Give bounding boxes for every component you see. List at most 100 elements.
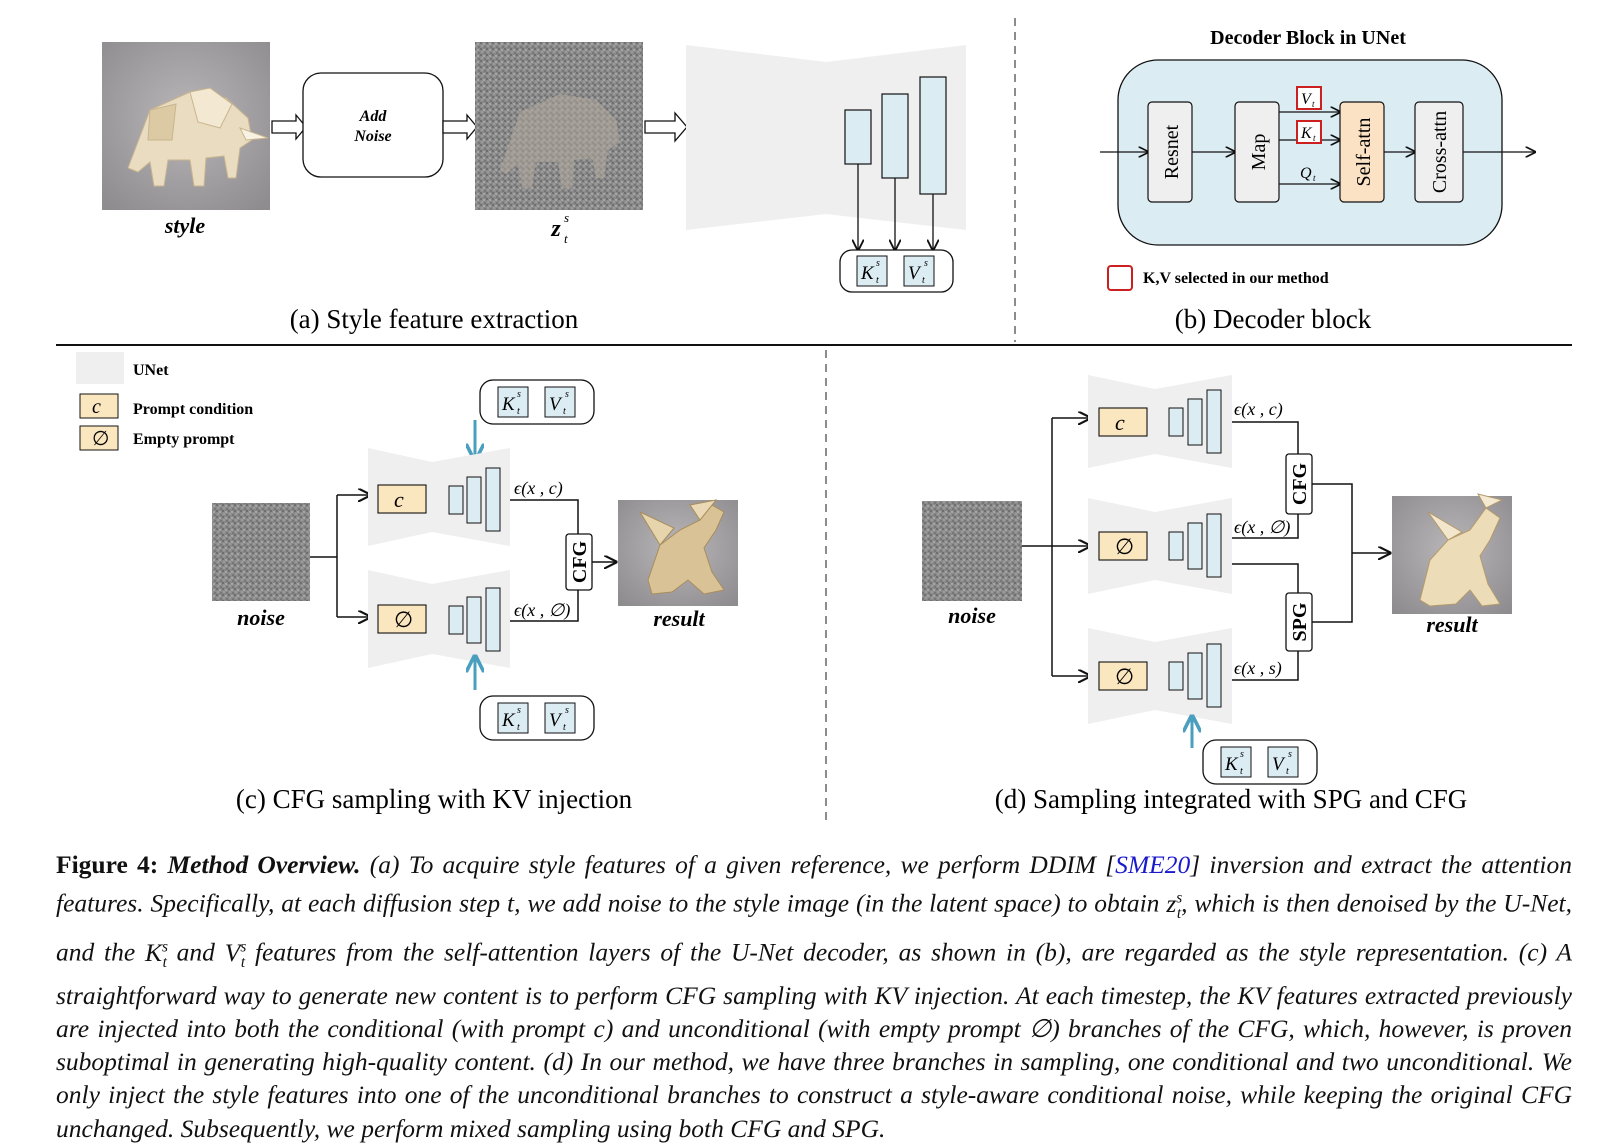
z-subscript: t: [564, 231, 568, 246]
svg-text:t: t: [922, 275, 925, 286]
add-noise-box: [302, 72, 444, 178]
figure-title: Method Overview.: [167, 850, 361, 879]
svg-text:c: c: [92, 396, 101, 418]
cfg-label-d: CFG: [1289, 462, 1311, 505]
caption-part-1: (a) To acquire style features of a given…: [360, 850, 1116, 879]
figure-label: Figure 4:: [56, 850, 159, 879]
map-block: [1234, 101, 1280, 203]
resnet-label: Resnet: [1161, 124, 1183, 179]
eps-empty-label-c: ϵ(x , ∅): [514, 600, 570, 621]
prompt-c-box-d: [1098, 407, 1148, 437]
cfg-label-c: CFG: [569, 540, 591, 583]
legend-red-box: [1107, 265, 1133, 291]
noisy-latent-image: [475, 42, 643, 210]
map-label: Map: [1248, 134, 1270, 171]
origami-dragon-picture-d: [1419, 493, 1504, 607]
svg-text:c: c: [1115, 410, 1125, 435]
origami-dragon-picture-c: [638, 499, 725, 595]
q-label: Q: [1300, 165, 1312, 182]
decoder-bar-1: [844, 109, 872, 165]
prompt-empty-box-d-2: [1098, 531, 1148, 561]
prompt-c-box-c: [377, 484, 427, 514]
svg-text:s: s: [565, 705, 569, 716]
svg-text:K: K: [501, 394, 516, 415]
legend-prompt-text: Prompt condition: [133, 401, 253, 418]
result-label-c: result: [653, 606, 705, 631]
svg-text:s: s: [876, 258, 880, 269]
svg-text:∅: ∅: [1115, 534, 1134, 559]
svg-text:K: K: [1224, 754, 1239, 775]
spg-label-d: SPG: [1289, 602, 1311, 641]
unet-shape-d-3: [1088, 628, 1232, 724]
legend-red-text: K,V selected in our method: [1143, 270, 1329, 287]
arrow-latent-to-unet: [644, 111, 688, 143]
citation-link[interactable]: SME20: [1115, 850, 1191, 879]
eps-c-label-c: ϵ(x , c): [514, 478, 563, 499]
add-noise-label-1: Add: [359, 108, 388, 125]
math-k: Kst: [145, 937, 168, 971]
noise-label-d: noise: [948, 603, 996, 628]
svg-text:∅: ∅: [1115, 664, 1134, 689]
arrow-style-to-noise: [271, 113, 307, 141]
cross-attn-label: Cross-attn: [1429, 111, 1451, 193]
svg-text:s: s: [565, 389, 569, 400]
prompt-empty-box-d-3: [1098, 661, 1148, 691]
caption-part-2: ] inversion and extract the attention fe…: [56, 850, 1572, 918]
kv-box-d: K s t V s t: [1202, 739, 1318, 785]
unet-shape-d-2: [1088, 498, 1232, 594]
caption-part-4: and: [166, 937, 225, 967]
z-label: z: [550, 216, 561, 242]
kv-box-c-top: K s t V s t: [479, 379, 595, 425]
legend-unet-swatch: [76, 352, 124, 384]
panel-b: Decoder Block in UNet Resnet Map V t K t…: [1100, 27, 1535, 334]
math-v: Vst: [224, 937, 247, 971]
svg-text:t: t: [563, 406, 566, 417]
noise-image-c: [212, 503, 310, 601]
panel-d: noise c ∅ ∅ K s t V s: [922, 375, 1512, 814]
svg-text:t: t: [517, 722, 520, 733]
panel-a: style Add Noise z s t K s t V s t: [102, 42, 966, 334]
svg-text:V: V: [908, 263, 922, 284]
svg-text:t: t: [1313, 173, 1316, 183]
z-superscript: s: [564, 210, 569, 225]
svg-text:V: V: [549, 710, 563, 731]
figure-caption: Figure 4: Method Overview. (a) To acquir…: [56, 848, 1572, 1145]
svg-text:∅: ∅: [394, 607, 413, 632]
method-overview-figure: style Add Noise z s t K s t V s t: [56, 18, 1572, 822]
panel-c-caption: (c) CFG sampling with KV injection: [236, 784, 633, 814]
decoder-bar-2: [881, 93, 909, 179]
panel-d-caption: (d) Sampling integrated with SPG and CFG: [995, 784, 1467, 814]
panel-c: K s t V s t noise c ∅: [212, 379, 738, 814]
svg-text:c: c: [394, 487, 404, 512]
style-image: [102, 42, 270, 210]
noise-image-d: [922, 501, 1022, 601]
svg-text:t: t: [563, 722, 566, 733]
kv-box-c-bottom: K s t V s t: [479, 695, 595, 741]
svg-text:∅: ∅: [92, 428, 109, 450]
svg-text:s: s: [1240, 749, 1244, 760]
caption-part-3: , which is then denoised by the U-Net, a…: [56, 888, 1572, 967]
svg-text:s: s: [1288, 749, 1292, 760]
svg-text:t: t: [1286, 766, 1289, 777]
legend: UNet c Prompt condition ∅ Empty prompt: [76, 352, 253, 451]
svg-text:t: t: [517, 406, 520, 417]
svg-text:t: t: [1312, 99, 1315, 109]
svg-text:t: t: [1313, 133, 1316, 143]
svg-text:s: s: [517, 389, 521, 400]
eps-s-label-d: ϵ(x , s): [1234, 658, 1282, 679]
svg-text:t: t: [876, 275, 879, 286]
panel-b-caption: (b) Decoder block: [1175, 304, 1372, 334]
v-highlight-box: [1296, 86, 1322, 110]
prompt-empty-box-c: [377, 604, 427, 634]
legend-unet-text: UNet: [133, 362, 169, 379]
eps-c-label-d: ϵ(x , c): [1234, 399, 1283, 420]
legend-empty-swatch: [79, 425, 119, 451]
k-highlight-box: [1296, 120, 1322, 144]
self-attn-label: Self-attn: [1353, 118, 1375, 187]
arrow-noise-to-latent: [442, 113, 478, 141]
math-z: zst: [1166, 888, 1183, 922]
caption-part-5: features from the self-attention layers …: [56, 937, 1572, 1143]
style-label: style: [164, 213, 206, 238]
svg-text:V: V: [1301, 91, 1313, 108]
panel-a-caption: (a) Style feature extraction: [290, 304, 579, 334]
